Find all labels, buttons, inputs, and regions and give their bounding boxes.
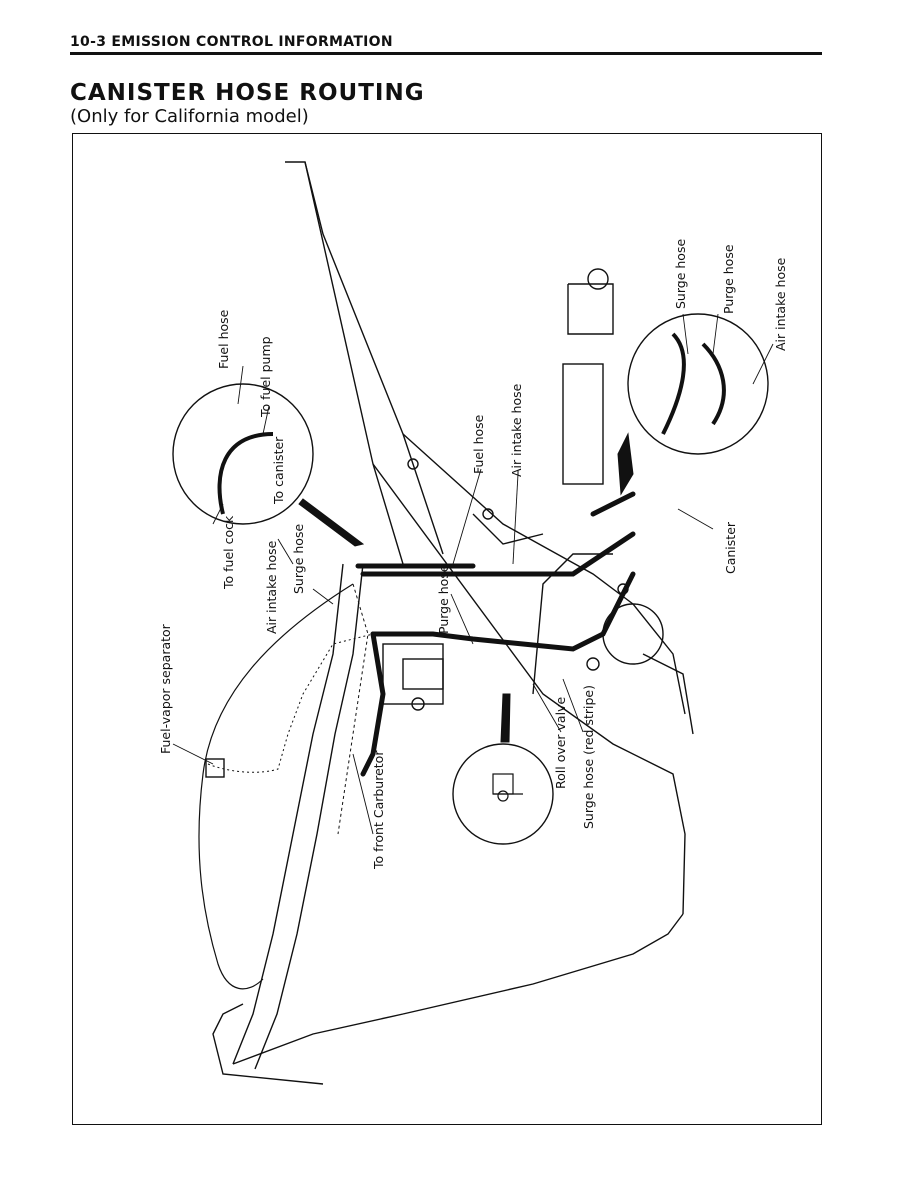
leader-lines [172,313,774,835]
inset-details [217,332,726,515]
frame-illustration: Fuel hose To fuel pump To canister To fu… [158,161,788,1085]
label-purge-hose: Purge hose [436,564,451,634]
page-subtitle: (Only for California model) [70,106,309,127]
header-text: 10-3 EMISSION CONTROL INFORMATION [70,34,393,50]
label-canister: Canister [723,521,738,574]
hoses [355,491,636,777]
label-to-fuel-cock: To fuel cock [221,515,236,590]
label-air-intake-hose-mid: Air intake hose [509,383,524,477]
label-fuel-vapor-separator: Fuel-vapor separator [158,623,173,754]
label-air-intake-hose-left: Air intake hose [264,540,279,634]
label-to-fuel-pump: To fuel pump [258,336,273,418]
inset-circles [172,313,769,845]
label-purge-hose-top: Purge hose [721,244,736,314]
label-roll-over-valve: Roll over valve [553,697,568,789]
label-air-intake-hose-top: Air intake hose [773,257,788,351]
frame-drawing [198,161,694,1085]
label-to-canister: To canister [271,436,286,505]
label-fuel-hose-mid: Fuel hose [471,414,486,474]
label-to-front-carburetor: To front Carburetor [371,750,386,870]
page-title: CANISTER HOSE ROUTING [70,80,425,106]
hose-routing-figure: Fuel hose To fuel pump To canister To fu… [72,133,822,1125]
label-fuel-hose-left: Fuel hose [216,309,231,369]
label-surge-hose-left: Surge hose [291,524,306,594]
label-surge-hose-top: Surge hose [673,239,688,309]
label-surge-hose-red-stripe: Surge hose (red stripe) [581,685,596,829]
callout-arrows [298,432,634,743]
page-header: 10-3 EMISSION CONTROL INFORMATION [70,34,822,55]
